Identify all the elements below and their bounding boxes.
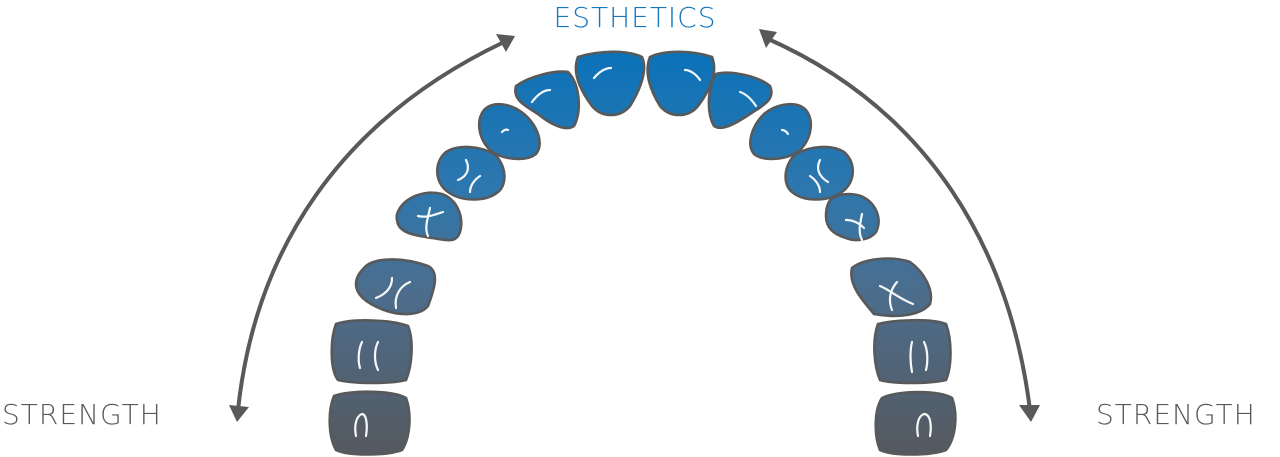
- left-arrow-arc: [236, 40, 505, 411]
- right-arrow-head-top: [759, 29, 777, 48]
- tooth-left-second-premolar: [395, 191, 463, 242]
- right-arrow-head-bottom: [1019, 405, 1040, 422]
- right-arrow-arc: [765, 36, 1032, 411]
- strength-label-right: STRENGTH: [1096, 398, 1256, 431]
- left-arrow-head-bottom: [229, 405, 249, 422]
- tooth-right-first-premolar: [784, 145, 855, 201]
- tooth-right-second-molar: [873, 318, 952, 385]
- tooth-right-lateral-incisor: [707, 71, 773, 130]
- tooth-right-canine: [749, 102, 813, 161]
- strength-label-left: STRENGTH: [2, 398, 162, 431]
- tooth-left-first-molar: [354, 258, 437, 316]
- right-double-arrow: [759, 29, 1040, 422]
- tooth-right-third-molar: [874, 390, 957, 456]
- left-double-arrow: [229, 34, 515, 422]
- tooth-right-first-molar: [850, 257, 933, 318]
- tooth-left-first-premolar: [435, 145, 506, 201]
- esthetics-label: ESTHETICS: [553, 1, 717, 34]
- tooth-right-central-incisor: [646, 50, 716, 117]
- tooth-right-second-premolar: [824, 192, 880, 242]
- right-teeth: [646, 50, 957, 456]
- tooth-left-third-molar: [328, 390, 411, 456]
- left-teeth: [328, 50, 646, 456]
- tooth-left-second-molar: [330, 319, 413, 385]
- tooth-left-central-incisor: [574, 50, 646, 117]
- tooth-left-lateral-incisor: [514, 70, 581, 130]
- tooth-left-canine: [477, 102, 541, 161]
- left-arrow-head-top: [496, 34, 515, 52]
